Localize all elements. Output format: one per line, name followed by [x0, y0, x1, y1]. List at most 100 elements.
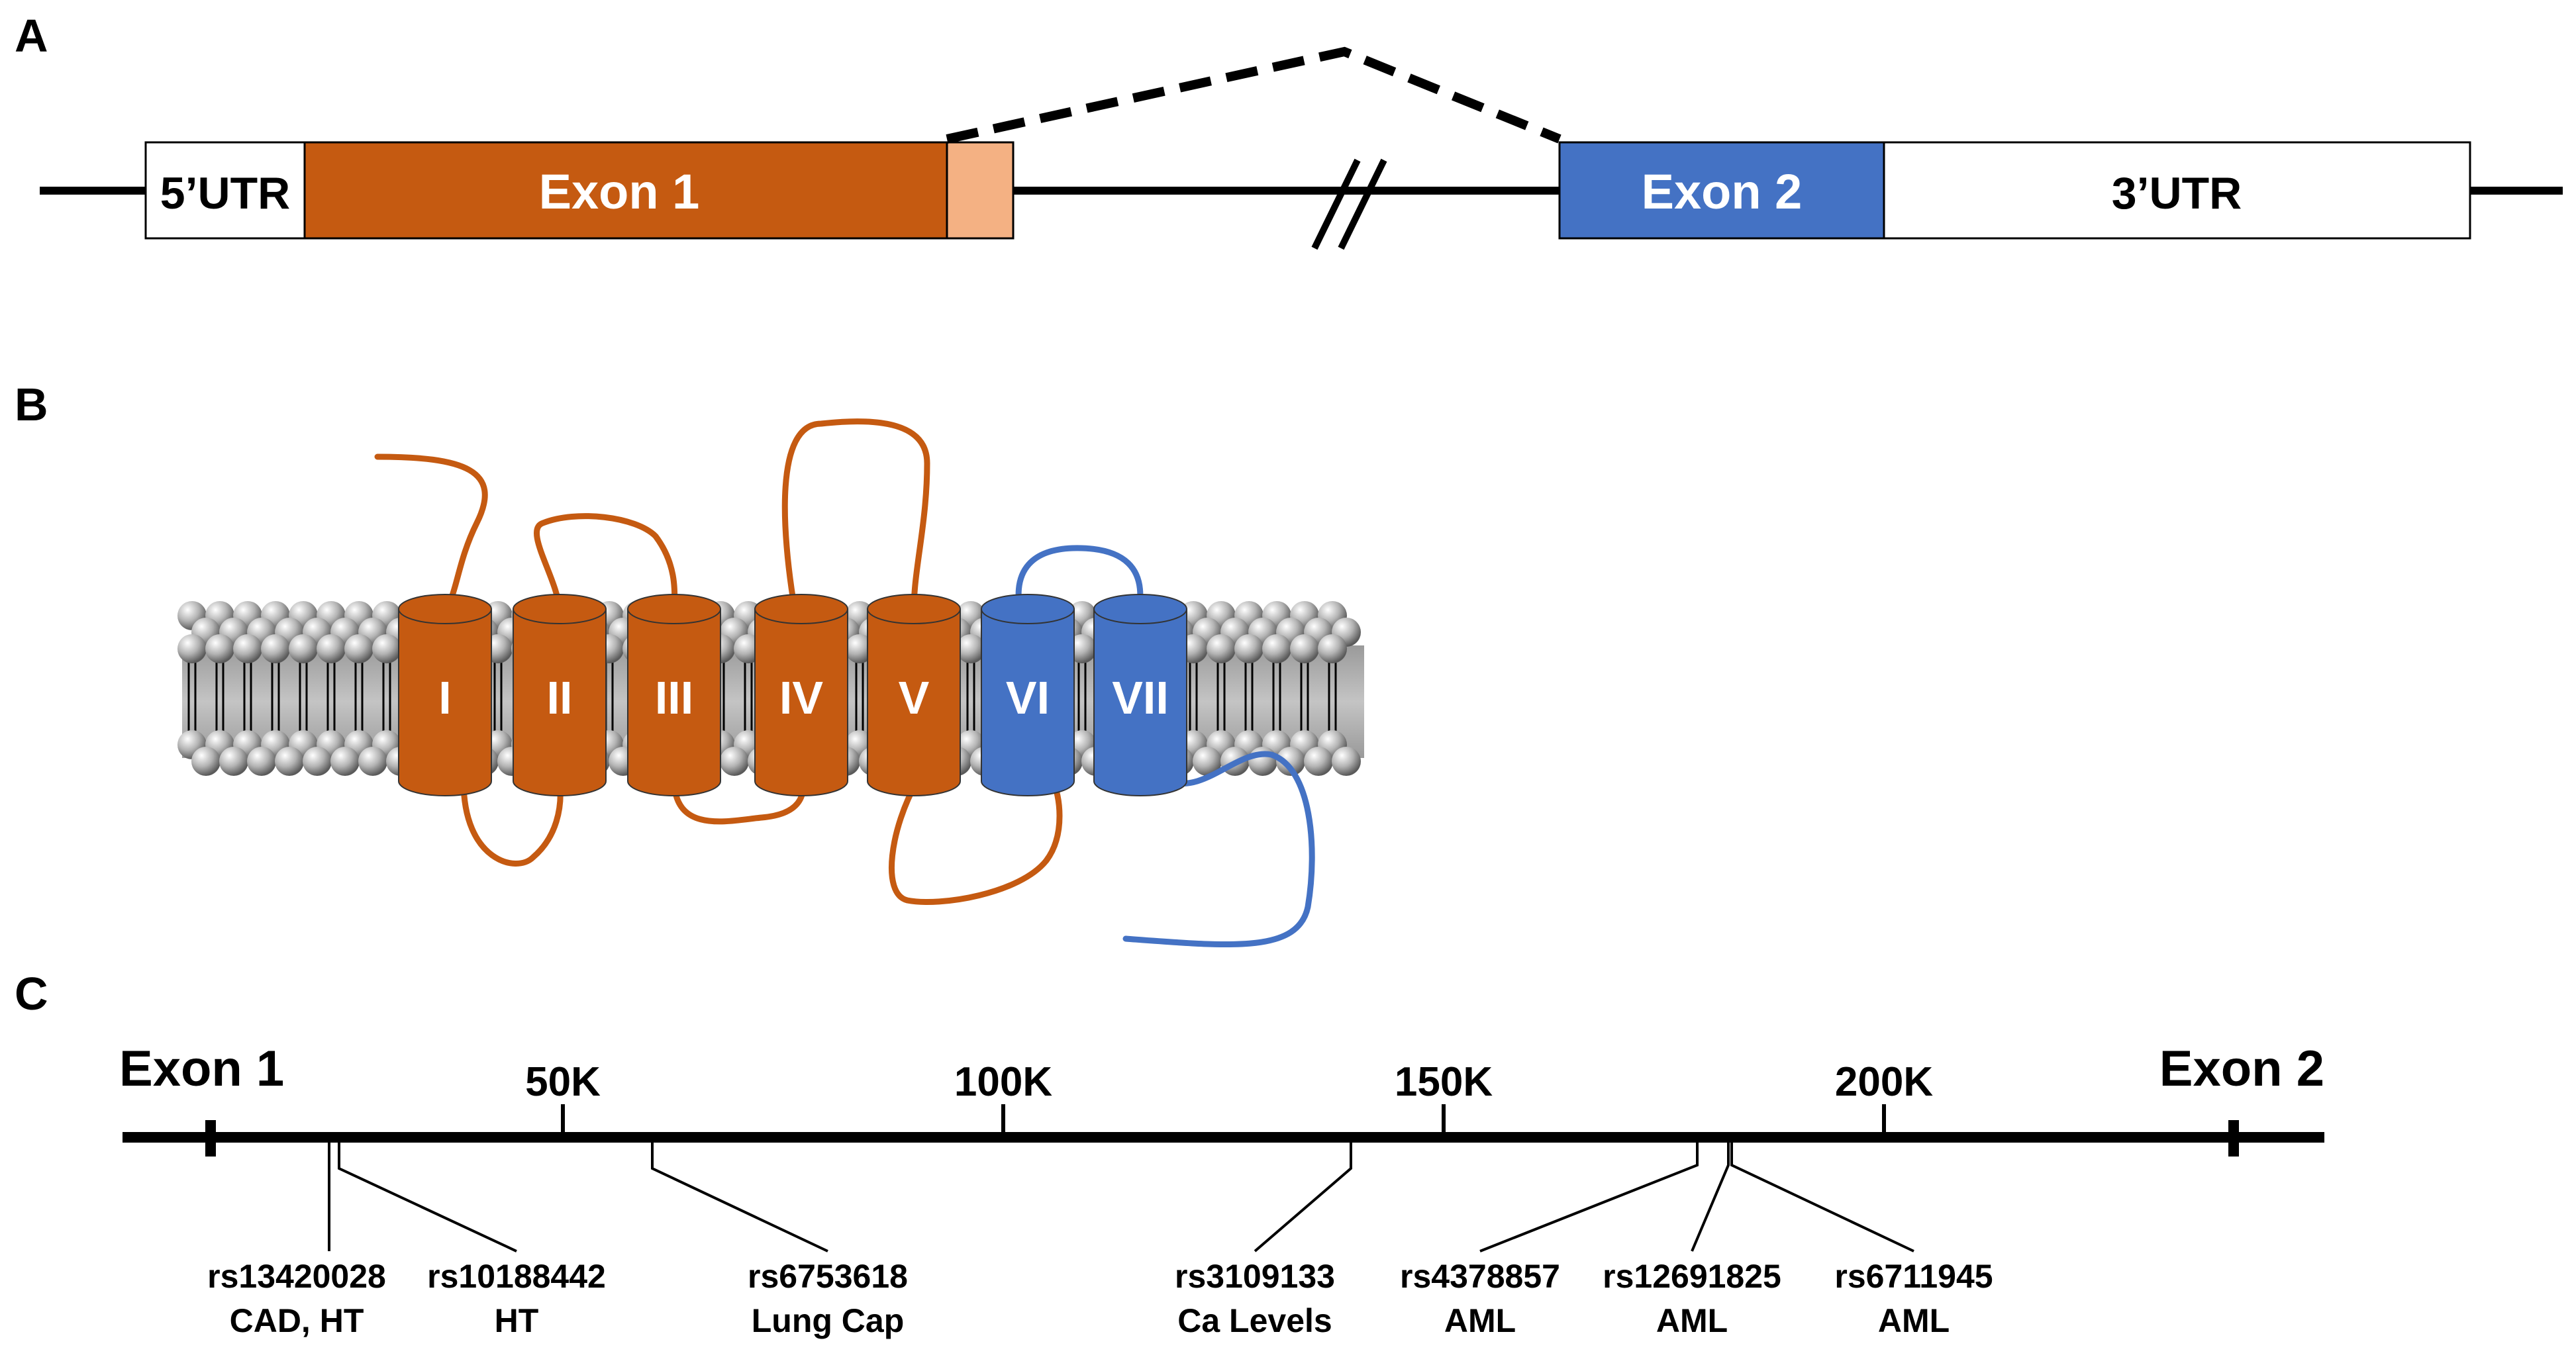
lipid-head	[720, 747, 749, 776]
lipid-head	[1234, 634, 1263, 663]
loop-v-vi-intracellular	[888, 778, 1063, 905]
lipid-head	[177, 634, 207, 663]
lipid-head	[219, 747, 248, 776]
helix-label: VII	[1112, 672, 1169, 724]
snp-id: rs4378857	[1400, 1258, 1560, 1295]
exon2-marker	[2228, 1120, 2239, 1157]
n-terminus-loop	[374, 453, 488, 612]
helix-label: III	[655, 672, 693, 724]
helix-5: V	[867, 594, 961, 796]
helix-label: V	[899, 672, 930, 724]
lipid-head	[247, 747, 276, 776]
lipid-head	[956, 634, 985, 663]
c-terminus-tail	[1122, 751, 1315, 948]
exon2-label: Exon 2	[1642, 164, 1803, 219]
locus-ticks: 50K 100K 150K 200K	[525, 1059, 1933, 1137]
lipid-head	[317, 634, 346, 663]
locus-exon2-label: Exon 2	[2159, 1041, 2324, 1097]
panel-label-b: B	[15, 379, 48, 430]
splice-junction	[946, 46, 1561, 144]
helix-7: VII	[1093, 594, 1187, 796]
lipid-head	[1276, 747, 1305, 776]
helix-2: II	[513, 594, 607, 796]
axis-break	[1311, 158, 1387, 250]
snp-trait: AML	[1444, 1302, 1516, 1339]
locus-tick-label: 50K	[525, 1059, 601, 1105]
snp-id: rs6711945	[1834, 1258, 1993, 1295]
snp-trait: Lung Cap	[752, 1302, 905, 1339]
lipid-head	[1332, 747, 1361, 776]
locus-tick-label: 200K	[1835, 1059, 1933, 1105]
snp-trait: AML	[1656, 1302, 1728, 1339]
helix-label: II	[547, 672, 573, 724]
exon1-spliced-region	[946, 141, 1015, 240]
gene-structure: 5’UTR Exon 1 Exon 2 3’UTR	[40, 46, 2563, 250]
lipid-head	[289, 634, 318, 663]
exon1-box	[303, 141, 948, 240]
locus-tick: 200K	[1835, 1059, 1933, 1137]
lipid-head	[1262, 634, 1291, 663]
exon1-marker	[205, 1120, 216, 1157]
snp-id: rs3109133	[1175, 1258, 1335, 1295]
lipid-head	[303, 747, 332, 776]
locus-map: Exon 1 Exon 2 50K 100K 150K 200K rs13420028…	[119, 1041, 2324, 1339]
helix-label: IV	[779, 672, 823, 724]
lipid-head	[344, 634, 373, 663]
locus-exon1-label: Exon 1	[119, 1041, 284, 1097]
helix-label: I	[438, 672, 451, 724]
helix-label: VI	[1006, 672, 1050, 724]
utr5-label: 5’UTR	[160, 168, 290, 218]
panel-label-a: A	[15, 10, 48, 62]
loop-i-ii-intracellular	[460, 778, 564, 867]
lipid-head	[261, 634, 290, 663]
helix-3: III	[627, 594, 721, 796]
utr5-box	[144, 141, 306, 240]
lipid-head	[1248, 747, 1277, 776]
helix-6: VI	[981, 594, 1075, 796]
lipid-head	[1318, 634, 1347, 663]
locus-tick: 50K	[525, 1059, 601, 1137]
locus-tick: 150K	[1395, 1059, 1493, 1137]
lipid-head	[275, 747, 304, 776]
snp-id: rs13420028	[207, 1258, 386, 1295]
locus-tick-label: 150K	[1395, 1059, 1493, 1105]
helix-4: IV	[754, 594, 848, 796]
loop-iv-v-extracellular	[781, 418, 930, 612]
lipid-head	[1207, 634, 1236, 663]
locus-tick: 100K	[954, 1059, 1052, 1137]
lipid-head	[1304, 747, 1333, 776]
lipid-head	[233, 634, 262, 663]
lipid-head	[205, 634, 234, 663]
utr3-label: 3’UTR	[2112, 168, 2242, 218]
lipid-head	[330, 747, 360, 776]
lipid-head	[191, 747, 221, 776]
helix-1: I	[398, 594, 492, 796]
snp-id: rs12691825	[1603, 1258, 1781, 1295]
exon1-label: Exon 1	[539, 164, 700, 219]
lipid-head	[372, 634, 401, 663]
snp-trait: CAD, HT	[230, 1302, 364, 1339]
loop-iii-iv-intracellular	[671, 778, 807, 825]
locus-tick-label: 100K	[954, 1059, 1052, 1105]
snp-id: rs10188442	[427, 1258, 606, 1295]
lipid-head	[1290, 634, 1319, 663]
utr3-box	[1883, 141, 2471, 240]
exon2-box	[1558, 141, 1885, 240]
panel-label-c: C	[15, 968, 48, 1019]
lipid-head	[1193, 747, 1222, 776]
loop-vi-vii-extracellular	[1015, 545, 1144, 612]
loop-ii-iii-extracellular	[534, 513, 678, 612]
snp-id: rs6753618	[748, 1258, 908, 1295]
snp-trait: Ca Levels	[1177, 1302, 1332, 1339]
snp-rs3109133: rs3109133 Ca Levels	[1175, 1143, 1352, 1339]
snp-trait: HT	[495, 1302, 539, 1339]
